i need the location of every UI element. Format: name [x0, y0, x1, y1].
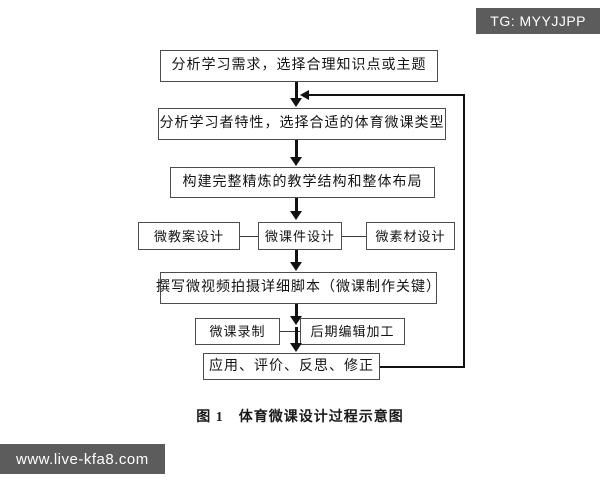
flow-node-micro-lesson-recording: 微课录制	[195, 318, 280, 345]
arrowhead-feedback-to-learner	[300, 90, 309, 100]
arrowhead-record-to-apply	[290, 343, 302, 352]
feedback-line-horizontal-top	[308, 94, 465, 96]
flow-node-micro-courseware-design: 微课件设计	[258, 222, 342, 250]
arrowhead-courseware-to-script	[290, 262, 302, 271]
flow-node-apply-evaluate-reflect-revise: 应用、评价、反思、修正	[203, 353, 380, 380]
flow-node-micro-material-design: 微素材设计	[366, 222, 455, 250]
link-record-to-edit	[280, 331, 300, 332]
site-watermark: www.live-kfa8.com	[0, 444, 165, 474]
flow-node-write-script: 撰写微视频拍摄详细脚本（微课制作关键）	[156, 272, 440, 304]
flow-node-analyze-needs: 分析学习需求，选择合理知识点或主题	[160, 50, 438, 82]
flow-node-micro-lesson-plan-design: 微教案设计	[138, 222, 240, 250]
arrowhead-needs-to-learner	[290, 98, 302, 107]
arrowhead-learner-to-structure	[290, 157, 302, 166]
flow-node-post-editing: 后期编辑加工	[300, 318, 405, 345]
arrowhead-script-to-record	[290, 316, 302, 325]
connector-learner-to-structure	[295, 140, 298, 158]
feedback-line-horizontal-bottom	[380, 366, 465, 368]
connector-courseware-to-script	[295, 250, 298, 263]
connector-script-to-record	[295, 304, 298, 317]
tg-channel-tag: TG: MYYJJPP	[476, 8, 600, 34]
figure-caption: 图 1 体育微课设计过程示意图	[196, 410, 404, 425]
flow-node-teaching-structure: 构建完整精炼的教学结构和整体布局	[170, 167, 435, 198]
connector-structure-to-courseware	[295, 198, 298, 212]
flow-node-analyze-learner: 分析学习者特性，选择合适的体育微课类型	[158, 108, 446, 140]
connector-record-row-passthrough	[295, 327, 298, 344]
connector-needs-to-learner	[295, 82, 298, 99]
link-lessonplan-to-courseware	[240, 236, 258, 237]
link-courseware-to-material	[342, 236, 366, 237]
feedback-line-vertical-right	[463, 94, 465, 368]
arrowhead-structure-to-courseware	[290, 211, 302, 220]
